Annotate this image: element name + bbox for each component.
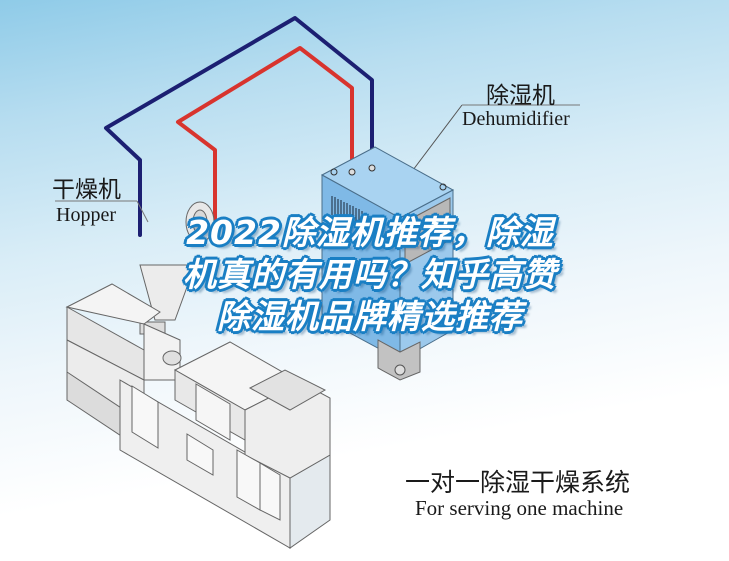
injection-molding-machine xyxy=(65,283,331,549)
hopper-label-en: Hopper xyxy=(56,204,116,226)
hopper-leader-line xyxy=(136,200,149,223)
article-title-overlay: 2022除湿机推荐，除湿 机真的有用吗？知乎高赞 除湿机品牌精选推荐 xyxy=(110,212,630,338)
hopper-label-cn: 干燥机 xyxy=(52,177,121,203)
title-line-3: 除湿机品牌精选推荐 xyxy=(216,296,523,337)
return-pipe-blue xyxy=(104,16,374,237)
supply-pipe-red xyxy=(176,46,354,237)
system-caption-en: For serving one machine xyxy=(415,496,624,520)
system-caption-cn: 一对一除湿干燥系统 xyxy=(405,468,631,497)
title-line-1: 2022除湿机推荐，除湿 xyxy=(185,212,554,253)
dehumidifier-leader-line xyxy=(409,104,463,175)
dehumidifier-label-cn: 除湿机 xyxy=(486,83,555,109)
title-line-2: 机真的有用吗？知乎高赞 xyxy=(182,254,557,295)
dehumidifier-label-en: Dehumidifier xyxy=(462,108,570,130)
dehumidifier-unit xyxy=(320,146,455,381)
